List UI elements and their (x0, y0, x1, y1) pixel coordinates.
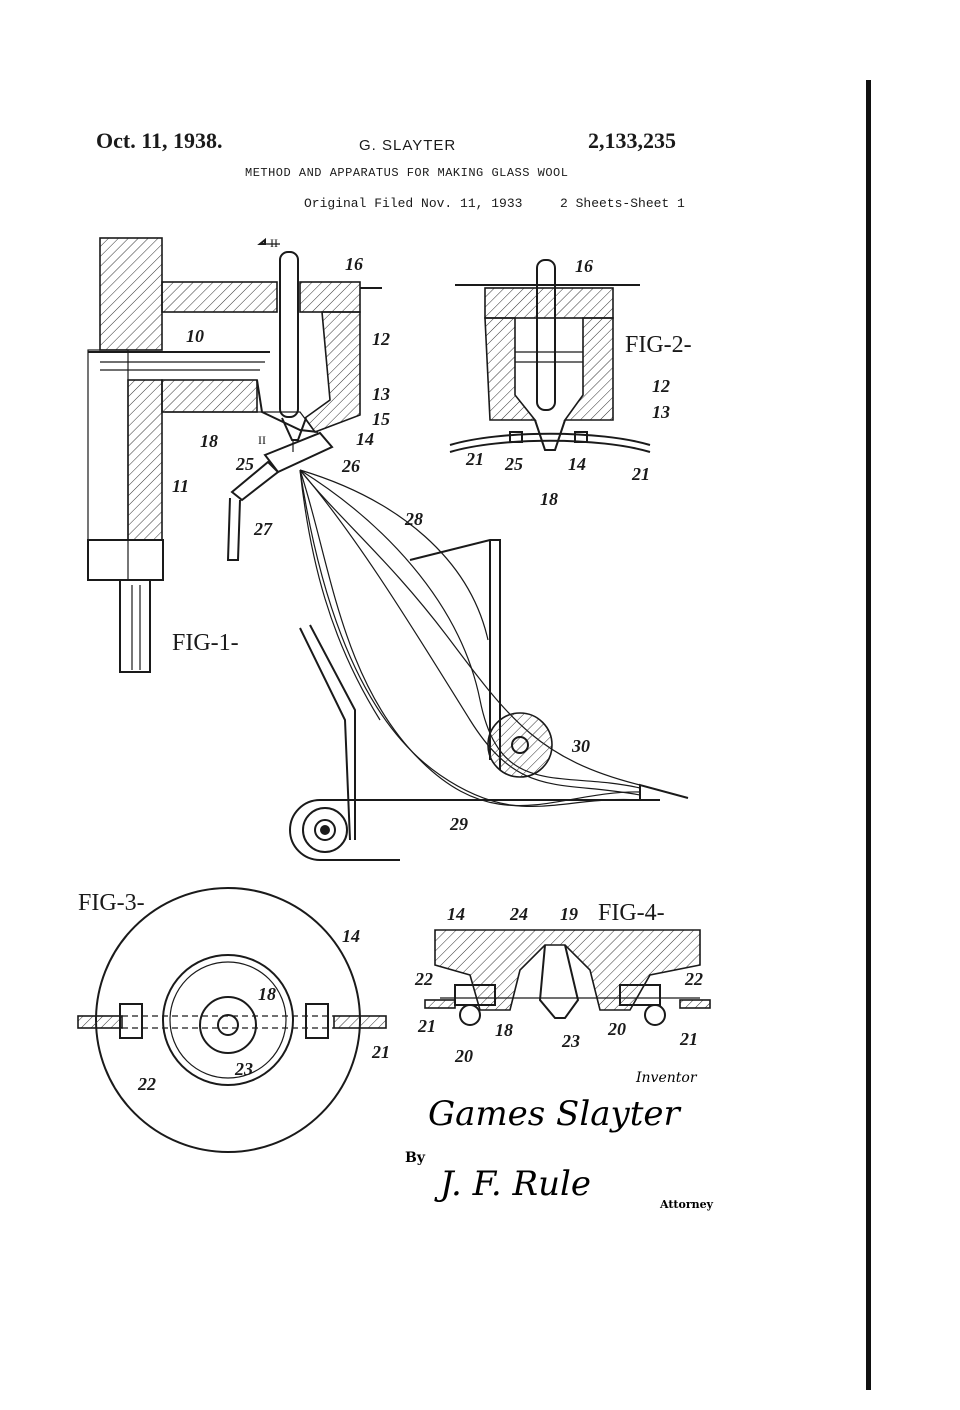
ref-19-fig4: 19 (560, 904, 578, 924)
hood-right-wall (409, 539, 501, 770)
ref-25-fig2: 25 (504, 454, 523, 474)
ref-11: 11 (172, 476, 189, 496)
figure-2-label: FIG-2- (625, 332, 692, 358)
channel-floor (161, 379, 258, 413)
conveyor-belt (320, 783, 689, 801)
forehearth-wall (127, 379, 163, 541)
ref-12: 12 (372, 329, 390, 349)
patent-number: 2,133,235 (588, 128, 676, 153)
ref-14-fig4: 14 (447, 904, 465, 924)
ref-21-fig4-left: 21 (417, 1016, 436, 1036)
signature-block: Inventor Games Slayter By J. F. Rule Att… (405, 1070, 714, 1211)
ref-20-fig4-left: 20 (454, 1046, 473, 1066)
support-column (119, 579, 151, 673)
ref-18-fig2: 18 (540, 489, 558, 509)
plunger-rod-fig2 (536, 259, 556, 411)
ref-27: 27 (253, 519, 273, 539)
section-marker-bottom: II (258, 433, 266, 447)
filing-date: Original Filed Nov. 11, 1933 (304, 196, 523, 211)
ref-20-fig4-right: 20 (607, 1019, 626, 1039)
plunger-rod (279, 251, 299, 418)
ref-13-fig2: 13 (652, 402, 670, 422)
figure-2-drawing (449, 259, 651, 453)
patent-date: Oct. 11, 1938. (96, 128, 223, 153)
figure-3-drawing (77, 887, 387, 1153)
ref-21-fig2-right: 21 (631, 464, 650, 484)
forehearth-roof (161, 281, 278, 313)
ref-10: 10 (186, 326, 204, 346)
compression-roller (487, 712, 553, 778)
bushing-cover (299, 281, 361, 313)
by-label: By (405, 1150, 426, 1166)
ref-29: 29 (449, 814, 468, 834)
ref-21-fig4-right: 21 (679, 1029, 698, 1049)
attorney-signature: J. F. Rule (434, 1164, 591, 1204)
clamp-bolt-left (119, 1003, 143, 1039)
ref-14-fig2: 14 (568, 454, 586, 474)
ref-16-fig2: 16 (575, 256, 593, 276)
inventor-name: G. SLAYTER (359, 137, 457, 154)
ref-25: 25 (235, 454, 254, 474)
ref-18-fig4: 18 (495, 1020, 513, 1040)
figure-1-drawing: II II (87, 236, 689, 861)
figure-3-numerals: 14 18 22 23 21 FIG-3- (78, 890, 390, 1094)
figure-4-drawing (424, 929, 711, 1026)
ref-14-fig3: 14 (342, 926, 360, 946)
supply-pipe (226, 497, 241, 561)
conveyor-pulley (302, 807, 348, 853)
clamp-bolt-right (305, 1003, 329, 1039)
orifice-plate-outline (95, 887, 361, 1153)
ref-22-fig4-left: 22 (414, 969, 433, 989)
figure-1-numerals: 16 10 12 13 15 14 18 25 26 11 27 28 30 2… (172, 254, 590, 834)
furnace-base (87, 539, 164, 581)
ref-16: 16 (345, 254, 363, 274)
furnace-wall-lower (87, 349, 129, 581)
ref-18-fig3: 18 (258, 984, 276, 1004)
ref-13: 13 (372, 384, 390, 404)
figure-4-label: FIG-4- (598, 900, 665, 926)
support-bar-fig2 (449, 432, 651, 446)
ref-22-fig3: 22 (137, 1074, 156, 1094)
ref-24-fig4: 24 (509, 904, 528, 924)
patent-title: METHOD AND APPARATUS FOR MAKING GLASS WO… (245, 166, 569, 180)
ref-21-fig2-left: 21 (465, 449, 484, 469)
sheet-count: 2 Sheets-Sheet 1 (560, 196, 685, 211)
inventor-label: Inventor (635, 1070, 698, 1086)
scan-edge-line (866, 80, 871, 1390)
inventor-signature: Games Slayter (428, 1094, 681, 1134)
section-marker-top: II (270, 236, 278, 250)
ref-15: 15 (372, 409, 390, 429)
ref-22-fig4-right: 22 (684, 969, 703, 989)
figure-3-label: FIG-3- (78, 890, 145, 916)
figure-2-numerals: 16 12 13 21 25 14 18 21 FIG-2- (465, 256, 692, 509)
ref-14: 14 (356, 429, 374, 449)
ref-26: 26 (341, 456, 360, 476)
furnace-wall-upper (99, 237, 163, 351)
ref-23-fig3: 23 (234, 1059, 253, 1079)
attorney-label: Attorney (659, 1198, 714, 1211)
ref-12-fig2: 12 (652, 376, 670, 396)
ref-28: 28 (404, 509, 423, 529)
ref-21-fig3: 21 (371, 1042, 390, 1062)
figure-4-numerals: 14 24 19 22 22 21 20 18 23 20 21 FIG-4- (414, 900, 703, 1066)
ref-23-fig4: 23 (561, 1031, 580, 1051)
ref-18: 18 (200, 431, 218, 451)
ref-30: 30 (571, 736, 590, 756)
bushing-wall (303, 311, 361, 433)
figure-1-label: FIG-1- (172, 630, 239, 656)
